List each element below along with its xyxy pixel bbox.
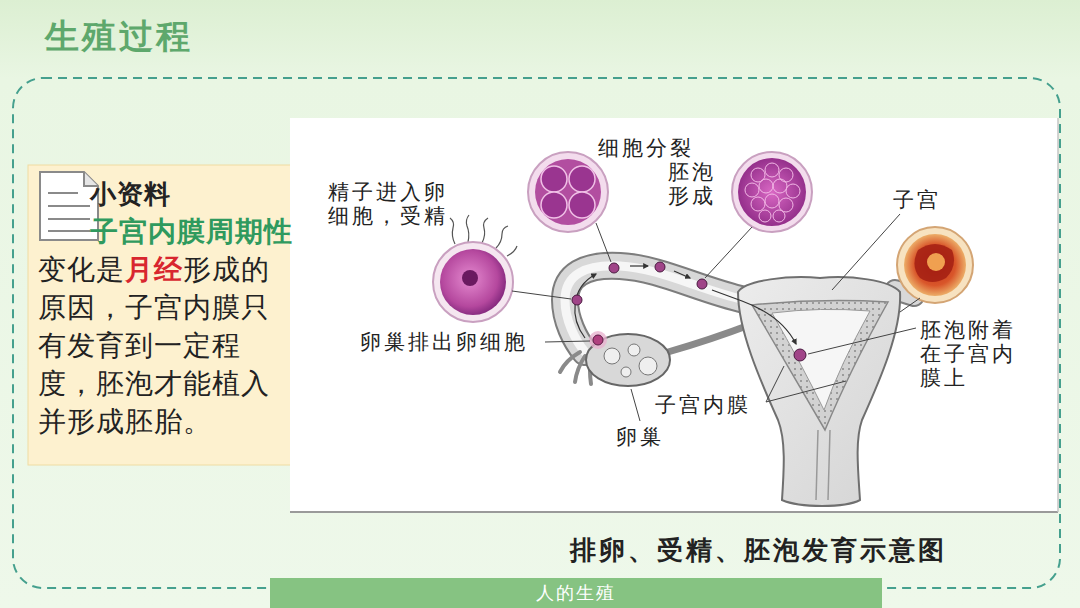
uterus	[738, 277, 900, 506]
figure-panel	[290, 118, 1058, 512]
fertilisation-inset	[433, 215, 517, 322]
note-ground	[28, 165, 308, 465]
part-label: 胚泡附着在子宫内膜上	[920, 318, 1020, 390]
part-label: 卵巢	[616, 425, 676, 449]
slide-title: 生殖过程	[45, 14, 193, 58]
ovary	[586, 324, 752, 386]
part-label: 胚泡形成	[668, 160, 722, 208]
node-text: 变化是	[38, 253, 125, 286]
blastocyst-inset	[732, 152, 812, 232]
implantation-inset	[897, 227, 973, 303]
part-label: 细胞分裂	[598, 136, 708, 160]
figure-caption: 排卵、受精、胚泡发育示意图	[570, 533, 947, 567]
paper-icon	[40, 172, 98, 240]
note-heading: 小资料	[38, 175, 298, 213]
node-text: 人的生殖	[536, 581, 616, 605]
embryo-path	[572, 262, 806, 361]
cell-division-inset	[528, 152, 608, 232]
leader-lines	[512, 214, 920, 421]
part-label: 精子进入卵细胞，受精	[328, 180, 454, 228]
node-text: 月经	[125, 253, 183, 286]
node-text: 子宫内膜周期性	[90, 215, 293, 248]
note-box: 小资料子宫内膜周期性变化是月经形成的原因，子宫内膜只有发育到一定程度，胚泡才能植…	[28, 165, 308, 465]
part-label: 卵巢排出卵细胞	[360, 330, 542, 354]
dashed-frame	[13, 78, 1060, 588]
footer-band: 人的生殖	[270, 578, 882, 608]
part-label: 子宫	[893, 188, 953, 212]
part-label: 子宫内膜	[655, 393, 765, 417]
